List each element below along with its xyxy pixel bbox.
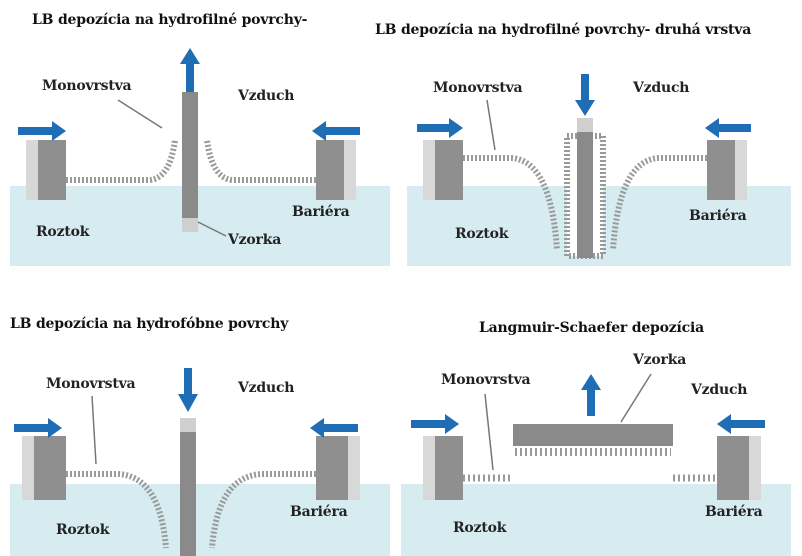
pointer-monolayer [486, 99, 496, 151]
barrier-left-body [34, 436, 66, 500]
barrier-right-edge [749, 436, 761, 500]
pointer-monolayer [117, 99, 163, 129]
sample-tip [180, 418, 196, 432]
arrow-right-icon [417, 118, 463, 138]
monolayer-left [463, 155, 560, 251]
monolayer-left [66, 471, 169, 549]
panel-4-graphic [401, 373, 791, 556]
label-barrier: Bariéra [292, 204, 350, 220]
sample-substrate [513, 424, 673, 446]
label-monolayer: Monovrstva [42, 78, 132, 94]
barrier-right [316, 436, 348, 500]
arrow-right-icon [18, 121, 66, 141]
arrow-down-icon [178, 368, 198, 412]
sample-tip [182, 218, 198, 232]
label-monolayer: Monovrstva [441, 372, 531, 388]
arrow-left-icon [312, 121, 360, 141]
label-solution: Roztok [455, 226, 509, 242]
panel-hydrophilic: LB depozícia na hydrofilné povrchy- Mono… [0, 0, 401, 278]
arrow-left-icon [310, 418, 358, 438]
label-solution: Roztok [56, 522, 110, 538]
panel-3-graphic [10, 368, 390, 556]
label-barrier: Bariéra [705, 504, 763, 520]
arrow-left-icon [717, 414, 765, 434]
pointer-monolayer [484, 393, 494, 471]
label-barrier: Bariéra [689, 208, 747, 224]
label-monolayer: Monovrstva [46, 376, 136, 392]
barrier-right-edge [348, 436, 360, 500]
monolayer-right [209, 471, 316, 549]
barrier-left-body [435, 436, 463, 500]
barrier-left-body [435, 140, 463, 200]
monolayer-right [610, 155, 707, 251]
barrier-left [423, 140, 435, 200]
panel-title: LB depozícia na hydrofóbne povrchy [10, 316, 289, 332]
sample-tip [577, 118, 593, 132]
label-barrier: Bariéra [290, 504, 348, 520]
barrier-right-edge [735, 140, 747, 200]
pointer-sample [197, 221, 227, 237]
label-sample: Vzorka [633, 352, 687, 368]
label-monolayer: Monovrstva [433, 80, 523, 96]
barrier-left-body [38, 140, 66, 200]
arrow-up-icon [180, 48, 200, 92]
panel-2-graphic [407, 74, 791, 266]
label-solution: Roztok [453, 520, 507, 536]
barrier-left [423, 436, 435, 500]
arrow-down-icon [575, 74, 595, 116]
label-solution: Roztok [36, 224, 90, 240]
panel-hydrophilic-second-layer: LB depozícia na hydrofilné povrchy- druh… [375, 0, 802, 278]
barrier-left [26, 140, 38, 200]
panel-title: LB depozícia na hydrofilné povrchy- [32, 12, 308, 28]
panel-1-graphic [10, 48, 390, 266]
barrier-right-edge [344, 140, 356, 200]
panel-hydrophobic: LB depozícia na hydrofóbne povrchy Monov… [0, 278, 401, 556]
barrier-left [22, 436, 34, 500]
barrier-right [316, 140, 344, 200]
arrow-right-icon [14, 418, 62, 438]
pointer-sample [620, 373, 652, 423]
sample-substrate [180, 418, 196, 556]
panel-title: LB depozícia na hydrofilné povrchy- druh… [375, 22, 752, 38]
barrier-right [707, 140, 735, 200]
barrier-right [717, 436, 749, 500]
monolayer-right [204, 139, 316, 183]
sample-substrate [577, 118, 593, 258]
monolayer-left [66, 139, 178, 183]
sample-substrate [182, 92, 198, 232]
arrow-right-icon [411, 414, 459, 434]
label-air: Vzduch [238, 88, 295, 104]
arrow-left-icon [705, 118, 751, 138]
panel-title: Langmuir-Schaefer depozícia [479, 320, 704, 336]
label-air: Vzduch [691, 382, 748, 398]
label-air: Vzduch [633, 80, 690, 96]
pointer-monolayer [91, 395, 97, 465]
panel-langmuir-schaefer: Langmuir-Schaefer depozícia Monovrstva V… [401, 278, 802, 556]
label-air: Vzduch [238, 380, 295, 396]
label-sample: Vzorka [228, 232, 282, 248]
arrow-up-icon [581, 374, 601, 416]
